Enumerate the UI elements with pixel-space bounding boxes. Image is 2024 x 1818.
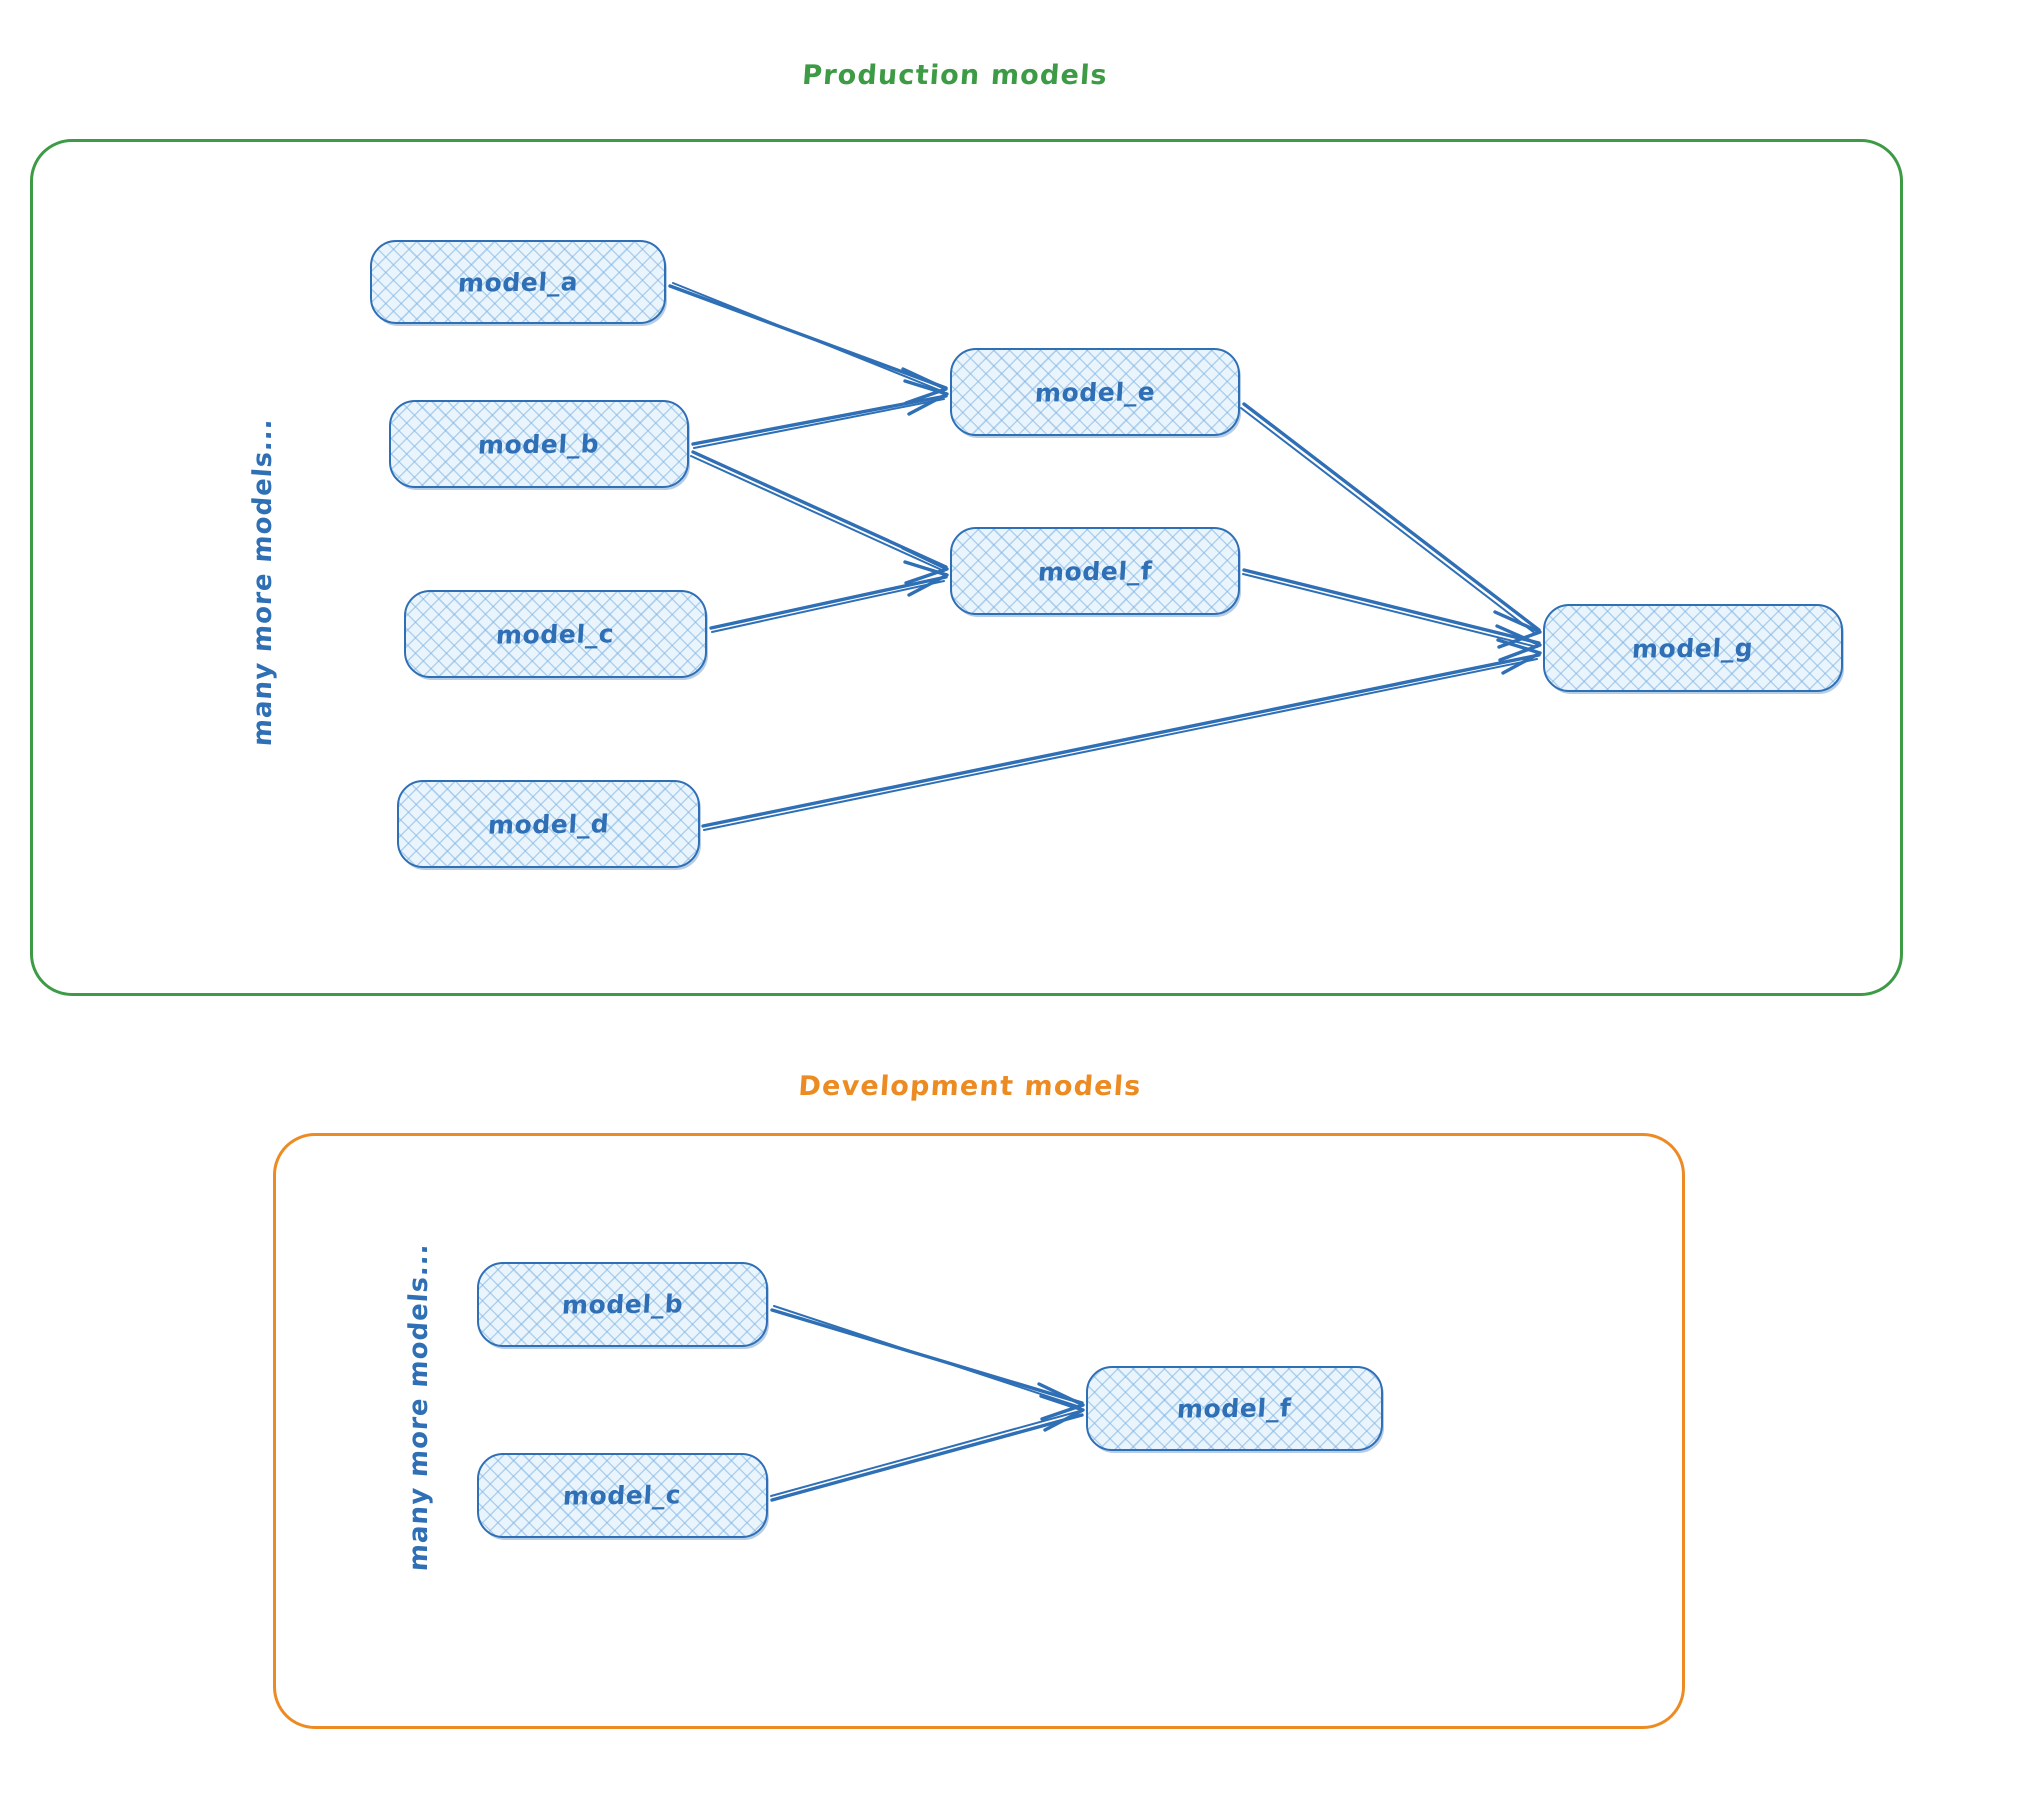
node-prod-model-e[interactable]: model_e (950, 348, 1240, 436)
production-group-container (30, 139, 1903, 996)
node-dev-model-f[interactable]: model_f (1086, 1366, 1383, 1451)
node-label: model_b (560, 1289, 685, 1320)
development-many-more-label: many more models... (404, 1242, 434, 1573)
node-label: model_f (1036, 555, 1154, 587)
production-group-title: Production models (801, 60, 1109, 91)
node-dev-model-b[interactable]: model_b (477, 1262, 768, 1347)
node-prod-model-a[interactable]: model_a (370, 240, 666, 324)
node-label: model_g (1631, 632, 1755, 664)
node-prod-model-b[interactable]: model_b (389, 400, 689, 488)
production-many-more-label: many more models... (248, 417, 278, 748)
node-label: model_c (562, 1480, 683, 1511)
node-prod-model-f[interactable]: model_f (950, 527, 1240, 615)
node-label: model_d (486, 808, 611, 840)
node-label: model_f (1176, 1393, 1293, 1424)
node-prod-model-d[interactable]: model_d (397, 780, 700, 868)
node-label: model_a (456, 266, 580, 298)
node-dev-model-c[interactable]: model_c (477, 1453, 768, 1538)
node-prod-model-c[interactable]: model_c (404, 590, 707, 678)
development-group-title: Development models (797, 1071, 1143, 1102)
node-label: model_c (495, 618, 616, 650)
node-label: model_e (1033, 376, 1157, 408)
node-label: model_b (477, 428, 601, 460)
development-group-container (273, 1133, 1685, 1729)
node-prod-model-g[interactable]: model_g (1543, 604, 1843, 692)
